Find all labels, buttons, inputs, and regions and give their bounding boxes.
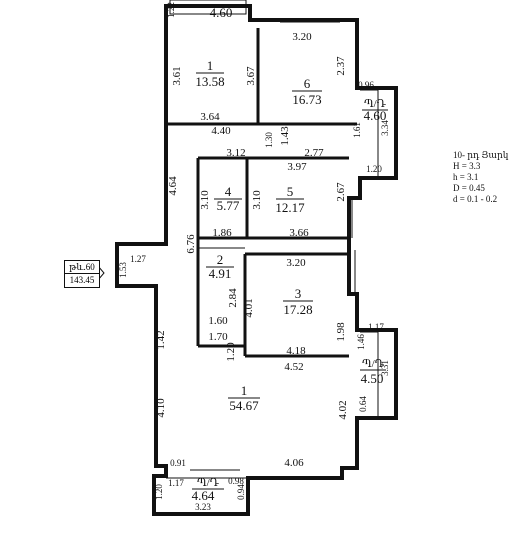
svg-text:1: 1: [241, 383, 248, 398]
balcony-bottom: Պ/Դ 4.64: [192, 477, 224, 503]
room-1: 1 54.67: [228, 383, 260, 413]
room-4: 4 5.77: [214, 184, 242, 213]
outer-wall: [115, 4, 398, 516]
dim-label: 1.53: [118, 262, 128, 278]
dim-label: 4.10: [155, 398, 167, 418]
dim-label: 3.67: [245, 66, 257, 86]
dim-label: 2.84: [227, 288, 239, 308]
spec-title: 10- րդ Յարկ: [453, 150, 509, 160]
room-area: 12.17: [275, 200, 305, 215]
room-area: 17.28: [283, 302, 312, 317]
dim-label: 3.34: [380, 120, 390, 136]
room-6: 6 16.73: [292, 76, 322, 107]
dim-label: 6.76: [185, 234, 197, 254]
dim-label: 1.43: [279, 126, 291, 146]
dim-label: 0.64: [358, 396, 368, 412]
balcony-area: 4.50: [361, 371, 384, 386]
dim-label: 1.20: [366, 164, 382, 174]
dim-label: 1.30: [264, 132, 274, 148]
dim-label: 2.37: [335, 56, 347, 76]
balcony-3-outline: [360, 331, 379, 419]
room-area: 13.58: [195, 74, 224, 89]
dim-label: 1.17: [168, 478, 184, 488]
dim-label: 4.64: [167, 176, 179, 196]
dim-label: 0.96: [358, 80, 374, 90]
top-balcony-outline: [169, 0, 247, 15]
spec-D: D = 0.45: [453, 183, 485, 193]
room-area: 4.91: [209, 266, 232, 281]
dim-label: 1.60: [208, 315, 228, 327]
dim-label: 1.70: [208, 331, 228, 343]
dim-label: 1.22: [166, 2, 176, 18]
balcony-area: 4.60: [210, 5, 233, 20]
dim-label: 3.20: [286, 257, 306, 269]
room-7: 1 13.58: [195, 58, 224, 89]
dim-label: 1.20: [154, 484, 164, 500]
dim-label: 4.01: [243, 298, 255, 317]
spec-d: d = 0.1 - 0.2: [453, 194, 498, 204]
dim-label: 3.23: [195, 502, 211, 512]
spec-h: h = 3.1: [453, 172, 479, 182]
room-area: 16.73: [292, 92, 321, 107]
balcony-area: 4.64: [192, 488, 215, 503]
dim-label: 3.66: [289, 227, 309, 239]
dim-label: 3.31: [380, 360, 390, 376]
dim-label: 2.67: [335, 182, 347, 202]
dim-label: 1.42: [155, 330, 167, 349]
dim-label: 4.52: [284, 361, 303, 373]
spec-block: 10- րդ Յարկ H = 3.3 h = 3.1 D = 0.45 d =…: [453, 150, 508, 205]
dim-label: 1.98: [335, 322, 347, 342]
dim-label: 1.27: [130, 254, 146, 264]
total-area-tag: թև.60 143.45: [64, 260, 100, 288]
tag-line-2: 143.45: [69, 275, 95, 285]
room-area: 54.67: [229, 398, 259, 413]
svg-text:4: 4: [225, 184, 232, 199]
dim-label: 4.06: [284, 457, 304, 469]
dim-label: 3.10: [199, 190, 211, 210]
dim-label: 0.98: [228, 476, 244, 486]
dim-label: 1.86: [212, 227, 232, 239]
room-area: 5.77: [217, 198, 240, 213]
balcony-right-3: Պ/Դ 4.50: [360, 358, 386, 386]
dim-label: 4.18: [286, 345, 306, 357]
dim-label: 2.77: [304, 147, 324, 159]
balcony-label: Պ/Դ: [362, 358, 385, 370]
dim-label: 1.20: [225, 342, 237, 362]
balcony-right-1: Պ/Դ 4.60: [362, 98, 388, 123]
room-5: 5 12.17: [275, 184, 305, 215]
balcony-label: Պ/Դ: [197, 477, 220, 489]
svg-text:2: 2: [217, 252, 224, 267]
dim-label: 3.97: [287, 161, 307, 173]
dim-label: 0.94: [236, 484, 246, 500]
dim-label: 4.40: [211, 125, 231, 137]
balcony-1-outline: [360, 89, 379, 179]
dim-label: 3.10: [251, 190, 263, 210]
svg-text:6: 6: [304, 76, 311, 91]
room-number: 1: [207, 58, 214, 73]
dim-label: 4.02: [337, 400, 349, 419]
dim-label: 3.12: [226, 147, 245, 159]
dim-label: 3.20: [292, 31, 312, 43]
balcony-area: 4.60: [364, 108, 387, 123]
room-2: 2 4.91: [206, 252, 234, 281]
dim-label: 1.17: [368, 322, 384, 332]
spec-H: H = 3.3: [453, 161, 481, 171]
room-3: 3 17.28: [283, 286, 313, 317]
dim-label: 0.91: [170, 458, 186, 468]
dim-label: 1.46: [356, 334, 366, 350]
balcony-top: 4.60: [210, 5, 233, 20]
tag-line-1: թև.60: [65, 261, 99, 274]
svg-text:5: 5: [287, 184, 294, 199]
dim-label: 3.64: [200, 111, 220, 123]
svg-text:3: 3: [295, 286, 302, 301]
balcony-label: Պ/Դ: [364, 98, 387, 110]
dim-label: 1.61: [352, 122, 362, 138]
dim-label: 3.61: [171, 66, 183, 85]
